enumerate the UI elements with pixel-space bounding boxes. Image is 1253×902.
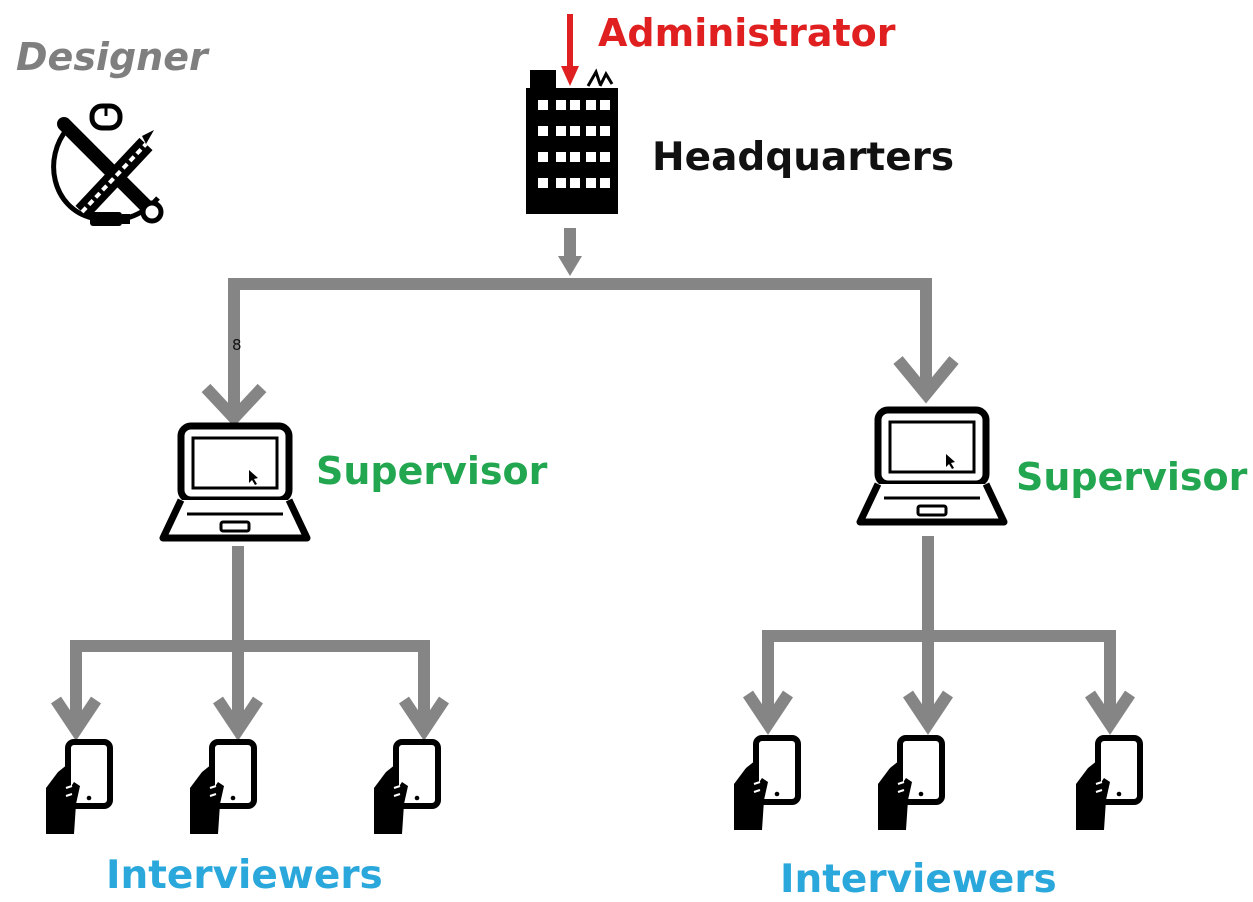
supervisor-label-right: Supervisor	[1016, 455, 1248, 499]
interviewers-label-left: Interviewers	[106, 853, 383, 898]
right-interviewer-branch	[762, 536, 1116, 724]
supervisor-laptop-right-icon	[860, 410, 1004, 522]
interviewer-tablet-right-2-icon	[878, 738, 942, 830]
interviewer-tablet-left-2-icon	[190, 742, 254, 834]
right-supervisor-arrowhead	[893, 356, 959, 404]
left-supervisor-arrowhead	[201, 383, 267, 427]
left-int3-arrowhead	[399, 696, 449, 741]
designer-label: Designer	[16, 35, 208, 79]
administrator-label: Administrator	[598, 11, 896, 55]
headquarters-label: Headquarters	[652, 135, 955, 180]
design-tools-icon	[51, 103, 164, 226]
right-int3-arrowhead	[1085, 690, 1135, 735]
interviewers-label-right: Interviewers	[780, 857, 1057, 902]
interviewer-tablet-left-3-icon	[374, 742, 438, 834]
interviewer-tablet-right-3-icon	[1076, 738, 1140, 830]
hq-down-arrow	[558, 228, 582, 276]
right-int1-arrowhead	[743, 690, 793, 735]
interviewer-tablet-right-1-icon	[734, 738, 798, 830]
interviewer-tablet-left-1-icon	[46, 742, 110, 834]
left-int2-arrowhead	[213, 696, 263, 741]
right-int2-arrowhead	[903, 690, 953, 735]
hq-branch-line	[228, 278, 932, 410]
left-int1-arrowhead	[51, 696, 101, 741]
office-building-icon	[526, 68, 618, 214]
supervisor-laptop-left-icon	[163, 426, 307, 538]
supervisor-label-left: Supervisor	[316, 449, 548, 493]
connector-lines	[51, 14, 1135, 741]
admin-arrow	[561, 14, 579, 86]
left-interviewer-branch	[70, 546, 430, 730]
connector-marker-label: 8	[232, 336, 242, 354]
